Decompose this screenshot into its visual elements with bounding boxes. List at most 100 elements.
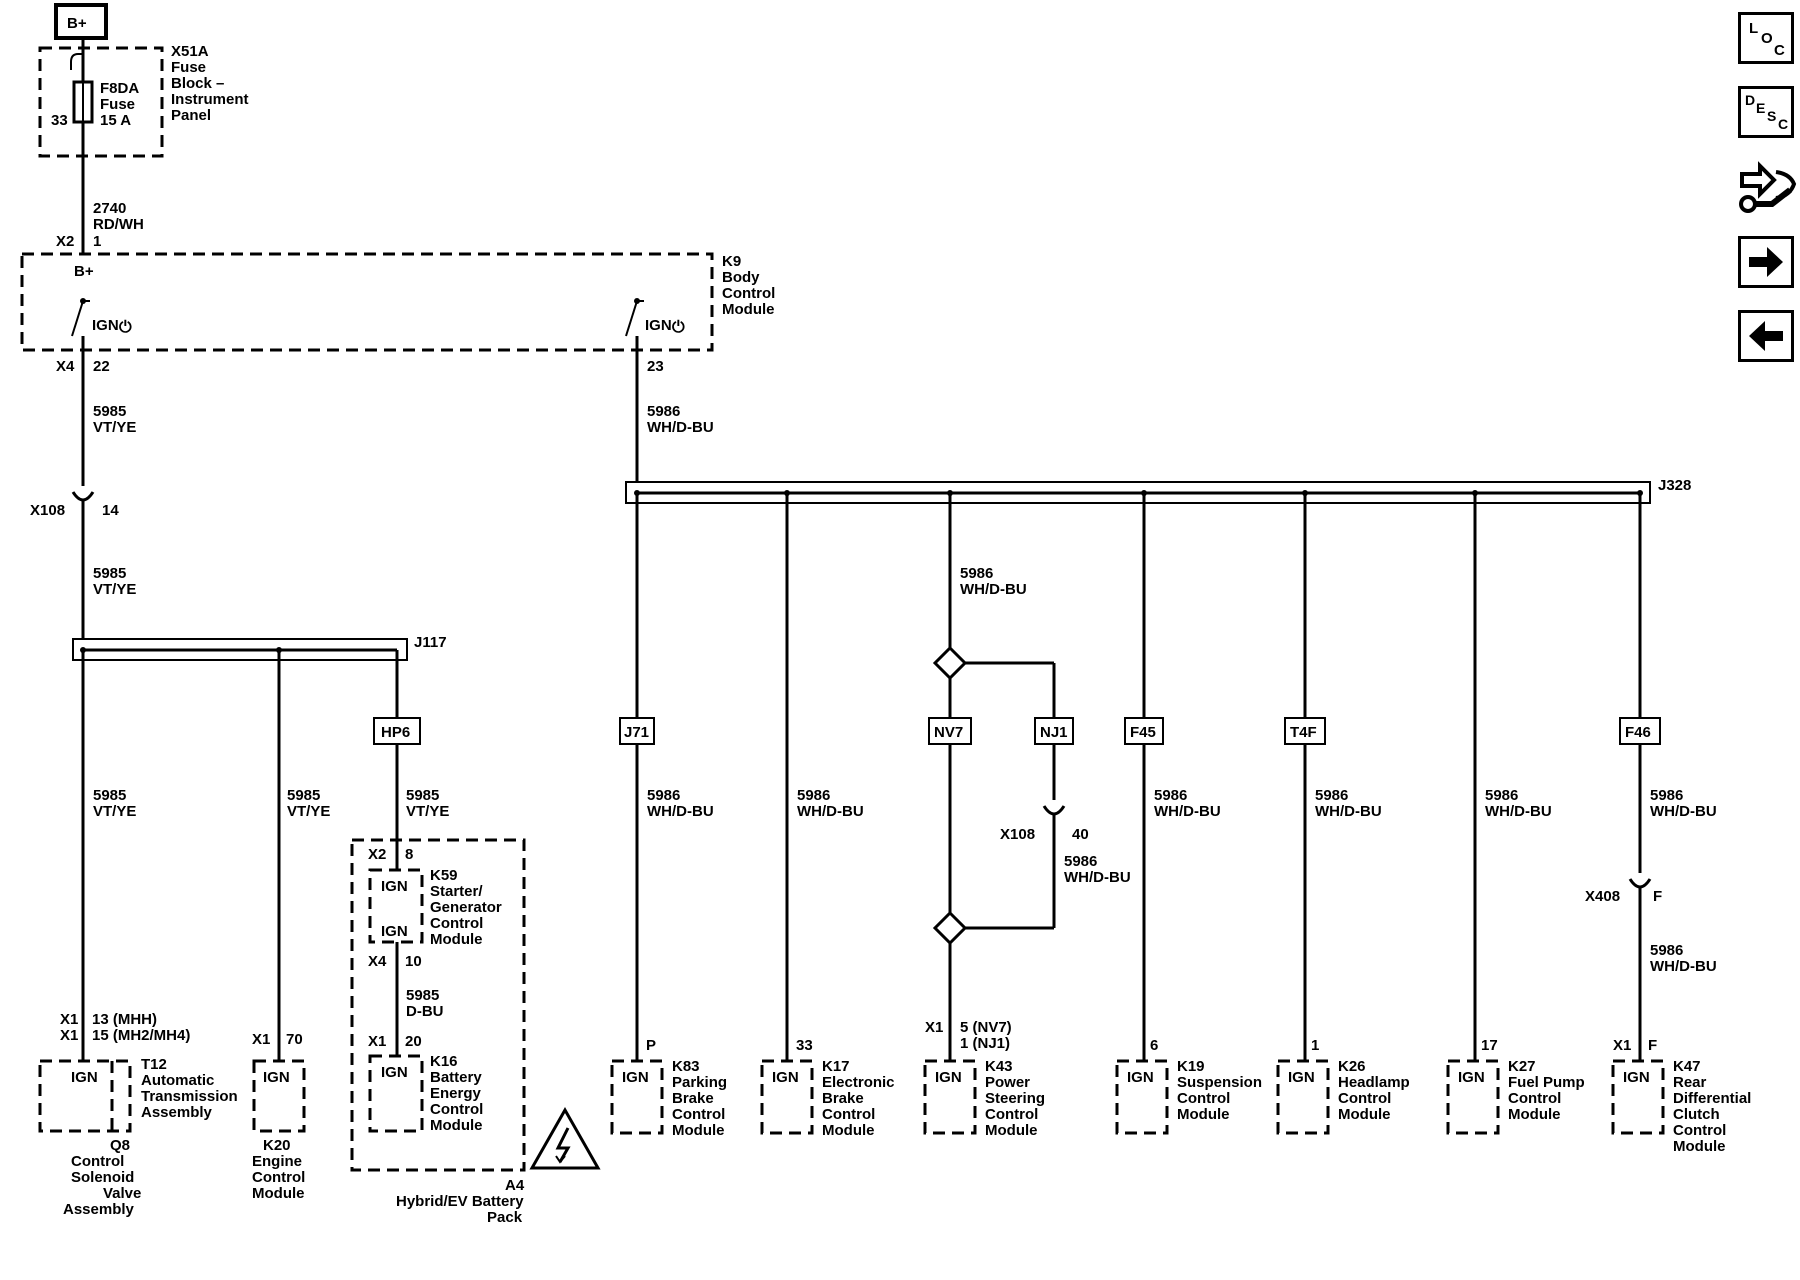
k19-ref: K19 [1177,1058,1205,1075]
k16-ign: IGN [381,1064,408,1081]
k20-name-3: Module [252,1185,305,1202]
k17-name-1: Electronic [822,1074,895,1091]
k59-out-pin: 10 [405,953,422,970]
k17-outline [760,1059,814,1135]
svg-text:S: S [1767,108,1776,124]
q8-name-1: Control [71,1153,124,1170]
desc-button[interactable]: D E S C [1738,86,1794,138]
w5985-circuit-1: 5985 [93,403,126,420]
w5986-color-k19: WH/D-BU [1154,803,1221,820]
bcm-out-pin-a: 22 [93,358,110,375]
inline-x108-a-icon [71,491,95,502]
k17-name-4: Module [822,1122,875,1139]
t12-ref: T12 [141,1056,167,1073]
bcm-name-3: Module [722,301,775,318]
w5986-circuit-k43b: 5986 [1064,853,1097,870]
q8-name-4: Assembly [63,1201,135,1218]
k19-outline [1115,1059,1169,1135]
k83-name-1: Parking [672,1074,727,1091]
k47-name-1: Rear [1673,1074,1707,1091]
k47-name-3: Clutch [1673,1106,1720,1123]
w5986-color-k43b: WH/D-BU [1064,869,1131,886]
prev-page-button[interactable] [1738,310,1794,362]
k16-pin: 20 [405,1033,422,1050]
w5986-color-k26: WH/D-BU [1315,803,1382,820]
k47-name-5: Module [1673,1138,1726,1155]
k17-ign: IGN [772,1069,799,1086]
t12-conn-1: X1 [60,1011,78,1028]
k27-ref: K27 [1508,1058,1536,1075]
bcm-ign-b: IGN [645,317,672,334]
k43-name-3: Control [985,1106,1038,1123]
k59-in-pin: 8 [405,846,413,863]
t12-name-1: Automatic [141,1072,214,1089]
k47-outline [1611,1059,1665,1135]
wrench-arrows-icon [1739,161,1797,213]
k27-outline [1446,1059,1500,1135]
w5985-color-dbu: D-BU [406,1003,444,1020]
bcm-name-2: Control [722,285,775,302]
k27-ign: IGN [1458,1069,1485,1086]
k20-ref: K20 [263,1137,291,1154]
t4f-label: T4F [1290,724,1317,741]
splice-diamond-top-icon [932,645,968,681]
fuse-block-name-3: Instrument [171,91,249,108]
k83-ref: K83 [672,1058,700,1075]
bcm-switch-b-icon [625,300,638,337]
k43-name-4: Module [985,1122,1038,1139]
arrow-left-icon [1749,321,1783,351]
q8-name-2: Solenoid [71,1169,134,1186]
k83-name-2: Brake [672,1090,714,1107]
t12-name-2: Transmission [141,1088,238,1105]
x108-pin-a: 14 [102,502,119,519]
bcm-out-pin-b: 23 [647,358,664,375]
k26-ref: K26 [1338,1058,1366,1075]
w5986-color-1: WH/D-BU [647,419,714,436]
k59-name-2: Generator [430,899,502,916]
service-info-button[interactable] [1738,160,1797,213]
k20-conn: X1 [252,1031,270,1048]
w5985-circuit-5: 5985 [406,787,439,804]
k26-ign: IGN [1288,1069,1315,1086]
k19-pin: 6 [1150,1037,1158,1054]
splice-t4f [1284,717,1326,745]
splice-diamond-bottom-icon [932,910,968,946]
f45-label: F45 [1130,724,1156,741]
k43-name-2: Steering [985,1090,1045,1107]
w5986-color-k47b: WH/D-BU [1650,958,1717,975]
k19-ign: IGN [1127,1069,1154,1086]
t12-conn-2: X1 [60,1027,78,1044]
k26-name-2: Control [1338,1090,1391,1107]
t12-pin-1: 13 (MHH) [92,1011,157,1028]
k43-ref: K43 [985,1058,1013,1075]
bplus-source-box [54,3,108,40]
w5986-circuit-k19: 5986 [1154,787,1187,804]
k20-pin: 70 [286,1031,303,1048]
k43-pin-1: 5 (NV7) [960,1019,1012,1036]
arrow-right-icon [1749,247,1783,277]
k17-name-3: Control [822,1106,875,1123]
fuse-ref: F8DA [100,80,139,97]
splice-nv7 [928,717,972,745]
k16-ref: K16 [430,1053,458,1070]
k43-pin-2: 1 (NJ1) [960,1035,1010,1052]
fuse-block-name-1: Fuse [171,59,206,76]
x408-ref: X408 [1585,888,1620,905]
bcm-name-1: Body [722,269,760,286]
k59-in-conn: X2 [368,846,386,863]
k59-name-4: Module [430,931,483,948]
w5985-color-2: VT/YE [93,581,136,598]
w5986-circuit-k47b: 5986 [1650,942,1683,959]
next-page-button[interactable] [1738,236,1794,288]
k20-name-1: Engine [252,1153,302,1170]
w5986-circuit-1: 5986 [647,403,680,420]
k27-name-3: Module [1508,1106,1561,1123]
high-voltage-warning-icon [529,1106,601,1170]
loc-button[interactable]: L O C [1738,12,1794,64]
k59-name-3: Control [430,915,483,932]
fuse-hook-icon [70,53,83,63]
splice-f45 [1124,717,1164,745]
w5985-color-3: VT/YE [93,803,136,820]
w2740-color: RD/WH [93,216,144,233]
